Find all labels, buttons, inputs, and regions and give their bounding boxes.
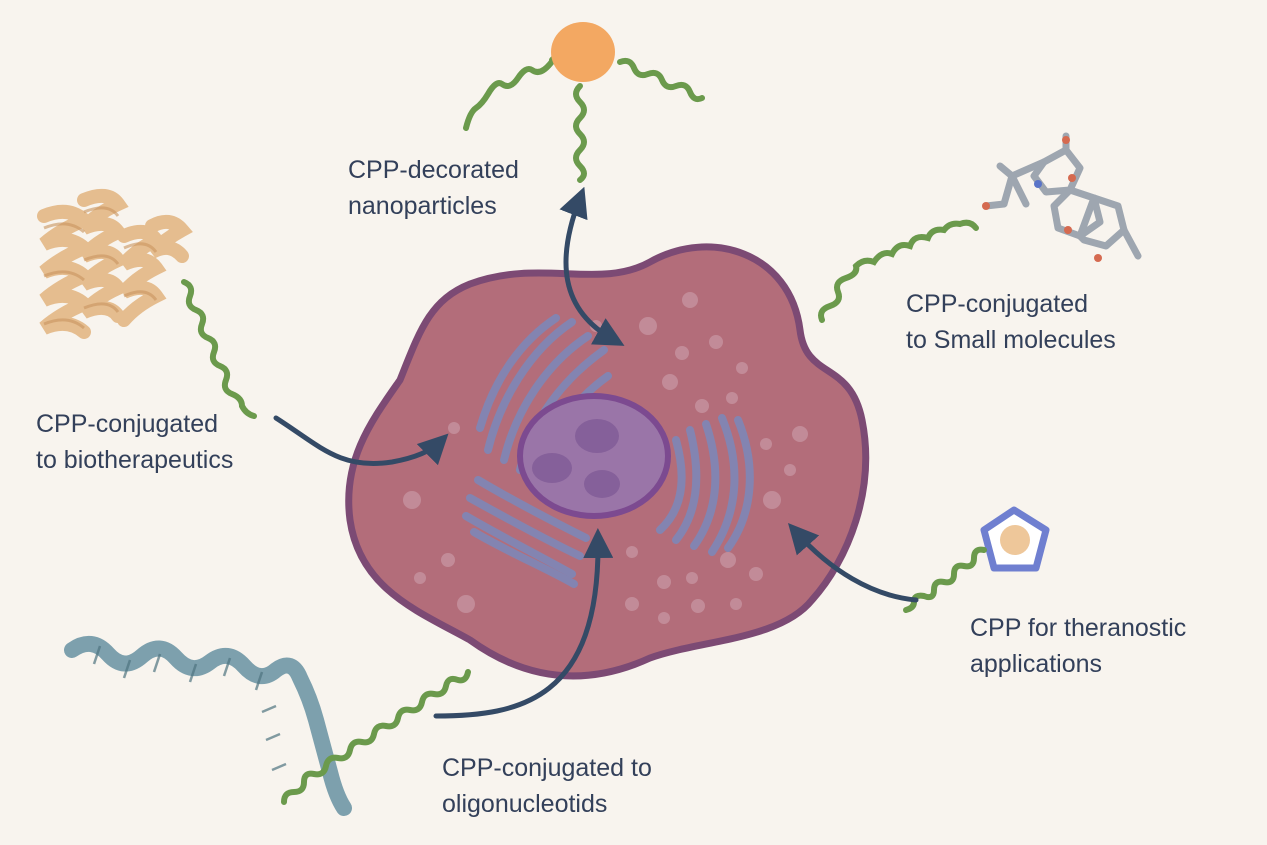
arrow-oligonucleotides <box>433 528 614 719</box>
cpp-nanoparticle <box>463 22 705 183</box>
label-nanoparticles-line-2: nanoparticles <box>348 192 497 220</box>
label-theranostic-line-2: applications <box>970 650 1103 678</box>
cpp-peptide-chain <box>181 279 257 419</box>
label-nanoparticles-line-1: CPP-decorated <box>348 156 519 184</box>
protein-helices <box>37 188 193 339</box>
label-theranostic: CPP for theranostic applications <box>970 610 1186 682</box>
nucleolus <box>584 470 620 498</box>
arrow-biotherapeutics <box>273 415 449 466</box>
label-oligonucleotides: CPP-conjugated to oligonucleotids <box>442 750 652 822</box>
label-small-molecules-line-2: to Small molecules <box>906 326 1116 354</box>
label-biotherapeutics: CPP-conjugated to biotherapeutics <box>36 406 233 478</box>
label-small-molecules-line-1: CPP-conjugated <box>906 290 1089 318</box>
nucleolus <box>532 453 572 483</box>
cpp-peptide-chain <box>818 219 979 323</box>
molecule-oxygen-atoms <box>982 136 1102 262</box>
nucleolus <box>575 419 619 453</box>
label-oligonucleotides-line-1: CPP-conjugated to <box>442 754 652 782</box>
molecule-structure <box>982 132 1142 260</box>
label-small-molecules: CPP-conjugated to Small molecules <box>906 286 1116 358</box>
nucleus <box>517 393 671 519</box>
cpp-peptide-chain <box>281 669 471 805</box>
cpp-peptide-chains <box>463 53 705 183</box>
cpp-oligonucleotide <box>64 636 471 816</box>
label-theranostic-line-1: CPP for theranostic <box>970 614 1187 642</box>
cpp-small-molecule <box>818 132 1142 323</box>
uptake-arrows <box>273 186 919 719</box>
arrow-theranostic <box>787 523 919 603</box>
nanoparticle-core <box>551 22 615 82</box>
label-oligonucleotides-line-2: oligonucleotids <box>442 790 608 818</box>
cell <box>345 243 870 680</box>
cpp-theranostic <box>903 506 1050 613</box>
vesicles <box>403 292 808 624</box>
dna-helix <box>64 636 352 816</box>
label-nanoparticles: CPP-decorated nanoparticles <box>348 152 519 224</box>
label-biotherapeutics-line-1: CPP-conjugated <box>36 410 219 438</box>
arrow-nanoparticles <box>559 186 625 346</box>
label-biotherapeutics-line-2: to biotherapeutics <box>36 446 234 474</box>
theranostic-core <box>1000 525 1030 555</box>
cpp-biotherapeutic <box>37 188 257 419</box>
